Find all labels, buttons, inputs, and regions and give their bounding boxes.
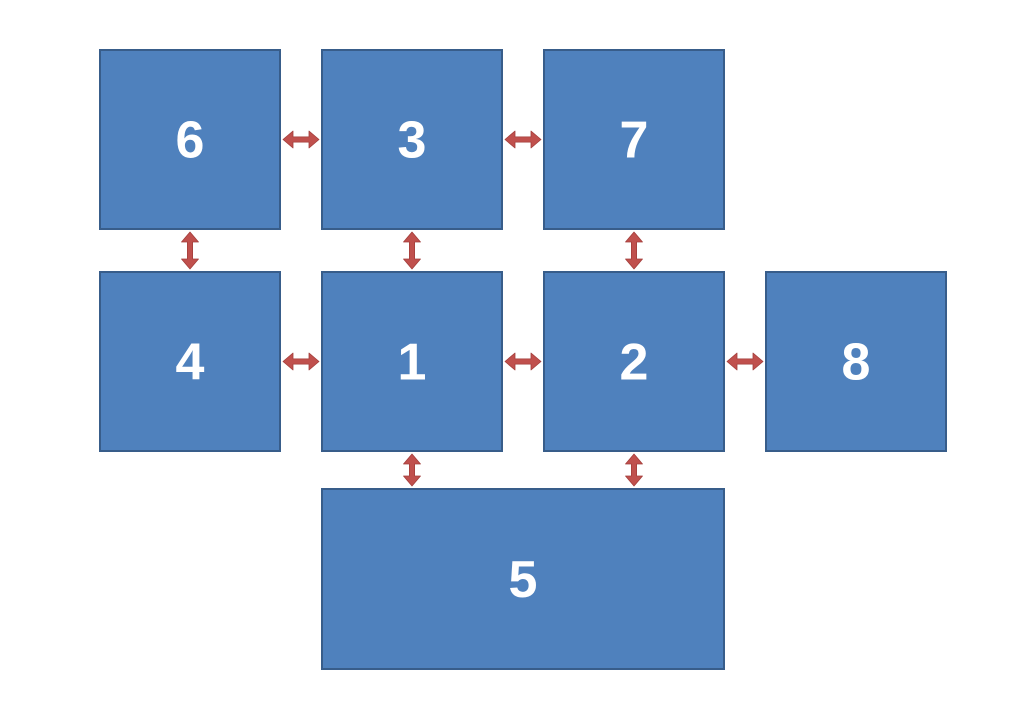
box-4-label: 4 (176, 334, 205, 392)
box-5-label: 5 (509, 551, 538, 609)
box-6-shape (99, 49, 281, 230)
connector-4-1-double-arrow-icon (282, 352, 320, 371)
box-7: 7 (543, 49, 725, 230)
box-7-label: 7 (620, 112, 649, 170)
box-7-shape (543, 49, 725, 230)
connector-6-4-double-arrow-icon (181, 231, 199, 270)
box-5: 5 (321, 488, 725, 670)
connector-3-1-double-arrow-icon (403, 231, 421, 270)
box-2: 2 (543, 271, 725, 452)
box-1-label: 1 (398, 334, 427, 392)
box-2-label: 2 (620, 334, 649, 392)
box-3-label: 3 (398, 112, 427, 170)
box-6: 6 (99, 49, 281, 230)
connector-layer (181, 130, 764, 487)
connector-2-8-double-arrow-icon (726, 352, 764, 371)
box-layer: 6 3 7 4 1 2 8 5 (99, 49, 947, 670)
box-2-shape (543, 271, 725, 452)
box-4-shape (99, 271, 281, 452)
box-8: 8 (765, 271, 947, 452)
connector-1-2-double-arrow-icon (504, 352, 542, 371)
connector-1-5-double-arrow-icon (403, 453, 421, 487)
connector-7-2-double-arrow-icon (625, 231, 643, 270)
box-8-shape (765, 271, 947, 452)
box-3: 3 (321, 49, 503, 230)
box-8-label: 8 (842, 334, 871, 392)
box-1: 1 (321, 271, 503, 452)
connector-6-3-double-arrow-icon (282, 130, 320, 149)
box-5-shape (321, 488, 725, 670)
connector-2-5-double-arrow-icon (625, 453, 643, 487)
box-4: 4 (99, 271, 281, 452)
box-6-label: 6 (176, 112, 205, 170)
box-3-shape (321, 49, 503, 230)
box-1-shape (321, 271, 503, 452)
connector-3-7-double-arrow-icon (504, 130, 542, 149)
